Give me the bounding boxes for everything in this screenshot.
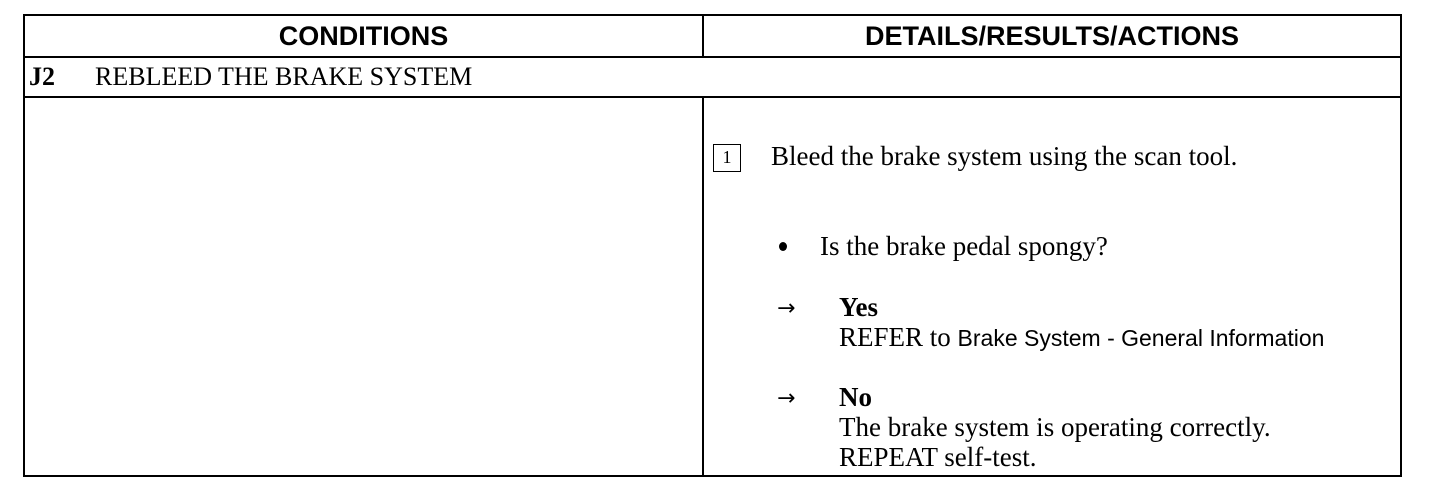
yes-refer-link[interactable]: Brake System - General Information bbox=[957, 325, 1325, 351]
step-body-row: 1 Bleed the brake system using the scan … bbox=[25, 98, 1400, 475]
yes-arrow-icon: → bbox=[777, 296, 796, 321]
question-text: Is the brake pedal spongy? bbox=[820, 231, 1108, 261]
column-divider bbox=[702, 16, 704, 56]
yes-refer-line: REFER to Brake System - General Informat… bbox=[839, 322, 1324, 353]
no-label: No bbox=[839, 382, 872, 412]
bullet-icon bbox=[779, 242, 787, 251]
step-title-row: J2 REBLEED THE BRAKE SYSTEM bbox=[25, 58, 1400, 98]
action-text: Bleed the brake system using the scan to… bbox=[771, 141, 1238, 171]
step-title: REBLEED THE BRAKE SYSTEM bbox=[95, 62, 473, 91]
step-id: J2 bbox=[29, 62, 55, 91]
column-divider bbox=[702, 98, 704, 475]
no-action-text: REPEAT self-test. bbox=[839, 442, 1037, 472]
yes-label: Yes bbox=[839, 292, 878, 322]
no-result-text: The brake system is operating correctly. bbox=[839, 412, 1271, 442]
conditions-header: CONDITIONS bbox=[278, 21, 449, 51]
no-arrow-icon: → bbox=[777, 386, 796, 411]
yes-refer-prefix: REFER to bbox=[839, 322, 951, 352]
header-row: CONDITIONS DETAILS/RESULTS/ACTIONS bbox=[25, 16, 1400, 58]
diagnostic-table: CONDITIONS DETAILS/RESULTS/ACTIONS J2 RE… bbox=[23, 14, 1402, 477]
action-number-box: 1 bbox=[713, 144, 741, 172]
details-header: DETAILS/RESULTS/ACTIONS bbox=[864, 21, 1239, 51]
